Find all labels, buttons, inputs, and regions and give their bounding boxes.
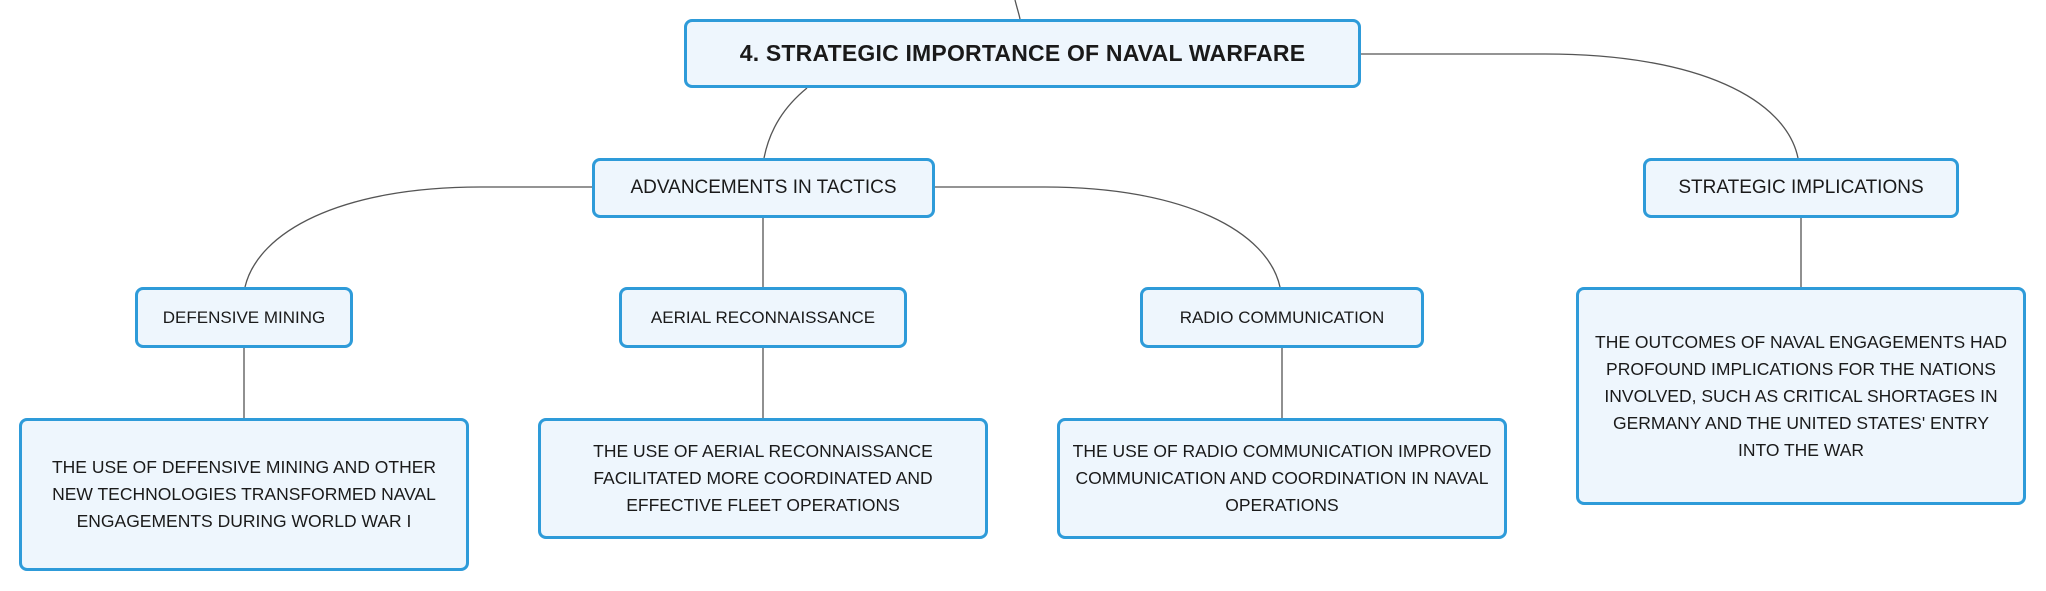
edge-advancements-radio [934,186,1281,288]
edge-parent-root [1014,0,1021,20]
detail-aerial-reconnaissance[interactable]: THE USE OF AERIAL RECONNAISSANCE FACILIT… [538,418,988,539]
edge-advancements-mining [244,186,592,288]
subtopic-defensive-mining[interactable]: DEFENSIVE MINING [135,287,353,348]
branch-strategic-implications[interactable]: STRATEGIC IMPLICATIONS [1643,158,1959,218]
detail-strategic-implications[interactable]: THE OUTCOMES OF NAVAL ENGAGEMENTS HAD PR… [1576,287,2026,505]
subtopic-aerial-reconnaissance[interactable]: AERIAL RECONNAISSANCE [619,287,907,348]
detail-radio-communication[interactable]: THE USE OF RADIO COMMUNICATION IMPROVED … [1057,418,1507,539]
subtopic-radio-communication[interactable]: RADIO COMMUNICATION [1140,287,1424,348]
detail-defensive-mining[interactable]: THE USE OF DEFENSIVE MINING AND OTHER NE… [19,418,469,571]
edge-root-advancements [763,87,808,159]
edge-root-implications [1361,53,1799,159]
root-topic[interactable]: 4. STRATEGIC IMPORTANCE OF NAVAL WARFARE [684,19,1361,88]
branch-advancements-in-tactics[interactable]: ADVANCEMENTS IN TACTICS [592,158,935,218]
